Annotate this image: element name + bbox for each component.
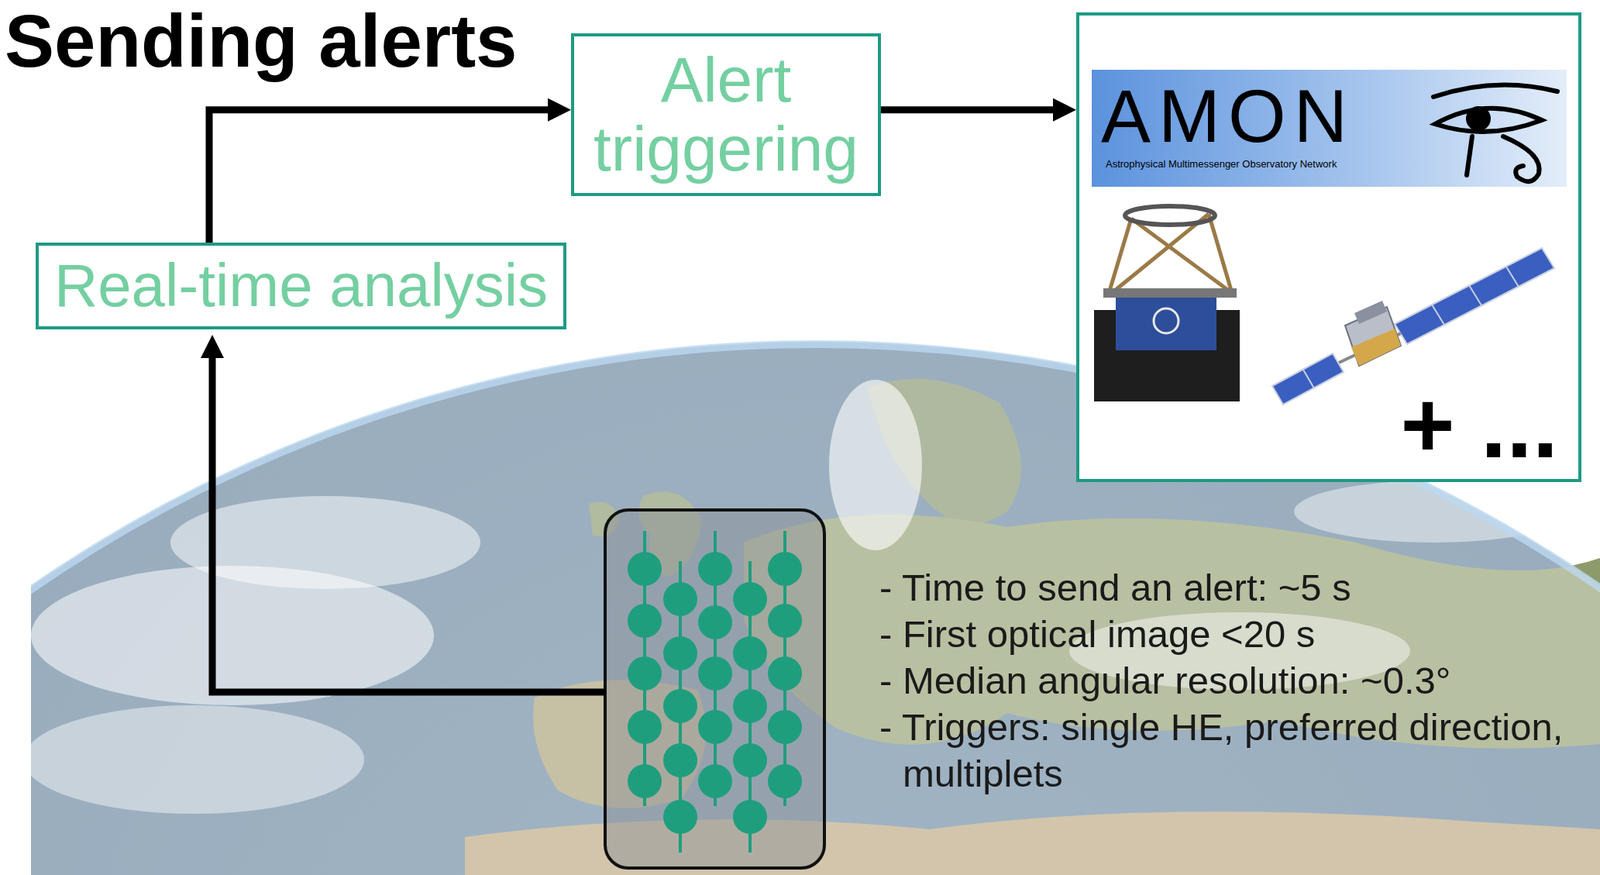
optical-module xyxy=(767,763,802,799)
optical-module xyxy=(732,688,768,723)
satellite-foil xyxy=(1351,328,1401,366)
eye-outline xyxy=(1434,108,1542,132)
telescope-emblem xyxy=(1153,308,1179,334)
optical-module xyxy=(732,799,768,834)
slide-title: Sending alerts xyxy=(4,0,518,83)
notes-list: - Time to send an alert: ~5 s- First opt… xyxy=(879,564,1581,797)
box-label: Alert triggering xyxy=(584,45,868,183)
logo-subtitle: Astrophysical Multimessenger Observatory… xyxy=(1105,158,1567,171)
optical-module xyxy=(767,709,802,744)
box-label: Real-time analysis xyxy=(54,251,548,321)
optical-module xyxy=(627,763,662,799)
eye-spiral xyxy=(1503,136,1540,182)
telescope xyxy=(1094,206,1240,402)
optical-module xyxy=(663,688,698,723)
detector-strings xyxy=(644,530,785,853)
optical-module xyxy=(663,743,698,778)
optical-module xyxy=(663,636,698,671)
telescope-panel xyxy=(1115,294,1217,351)
panel-grid xyxy=(1303,266,1519,389)
telescope-ring xyxy=(1125,206,1215,225)
recipients-panel: + ... AMON Astrophysical Multimessenger Ob… xyxy=(1076,12,1582,482)
optical-module xyxy=(627,603,662,638)
optical-module xyxy=(698,656,733,691)
more-sign: + ... xyxy=(1400,378,1559,472)
panel-grid-line xyxy=(1431,304,1445,325)
satellite-top xyxy=(1354,300,1387,324)
flow-arrow xyxy=(880,106,1061,114)
logo-ground xyxy=(1091,69,1567,187)
optical-module xyxy=(698,709,733,744)
data-flow-arrow xyxy=(212,350,606,692)
optical-module xyxy=(767,603,802,638)
solar-panel xyxy=(1272,353,1344,405)
panel-ground xyxy=(1076,12,1582,482)
eye-of-horus xyxy=(1433,84,1558,182)
optical-module xyxy=(663,799,698,834)
logo-banner: AMON Astrophysical Multimessenger Observa… xyxy=(1091,69,1567,187)
bullet-note: - First optical image <20 s xyxy=(879,610,1581,658)
neutrino-detector xyxy=(605,509,825,868)
eye-tear xyxy=(1466,136,1473,176)
process-box: Alert triggering xyxy=(571,33,881,197)
bullet-note: - Median angular resolution: ~0.3° xyxy=(879,657,1581,704)
solar-panel xyxy=(1394,247,1555,345)
panel-grid-line xyxy=(1469,285,1482,306)
logo-word: AMON xyxy=(1101,79,1567,154)
process-box: Real-time analysis xyxy=(35,242,567,330)
optical-module xyxy=(698,551,733,586)
eye-brow xyxy=(1433,84,1558,97)
panel-grid-line xyxy=(1303,369,1315,389)
optical-module xyxy=(698,605,733,640)
eye-pupil xyxy=(1468,108,1489,129)
bullet-note: - Time to send an alert: ~5 s xyxy=(879,564,1581,611)
bullet-note: - Triggers: single HE, preferred directi… xyxy=(879,703,1581,797)
flow-arrow xyxy=(209,110,556,243)
optical-module xyxy=(732,581,768,616)
panel-grid-line xyxy=(1506,266,1519,287)
optical-module xyxy=(627,551,662,586)
telescope-mount xyxy=(1103,288,1237,298)
optical-module xyxy=(627,709,662,744)
optical-module xyxy=(767,551,802,586)
optical-module xyxy=(663,581,698,616)
detector-outline xyxy=(605,509,825,868)
optical-module xyxy=(698,763,733,799)
optical-module xyxy=(732,743,768,778)
optical-module xyxy=(767,656,802,691)
optical-module xyxy=(732,636,768,671)
optical-module xyxy=(627,656,662,691)
optical-modules xyxy=(627,551,802,834)
